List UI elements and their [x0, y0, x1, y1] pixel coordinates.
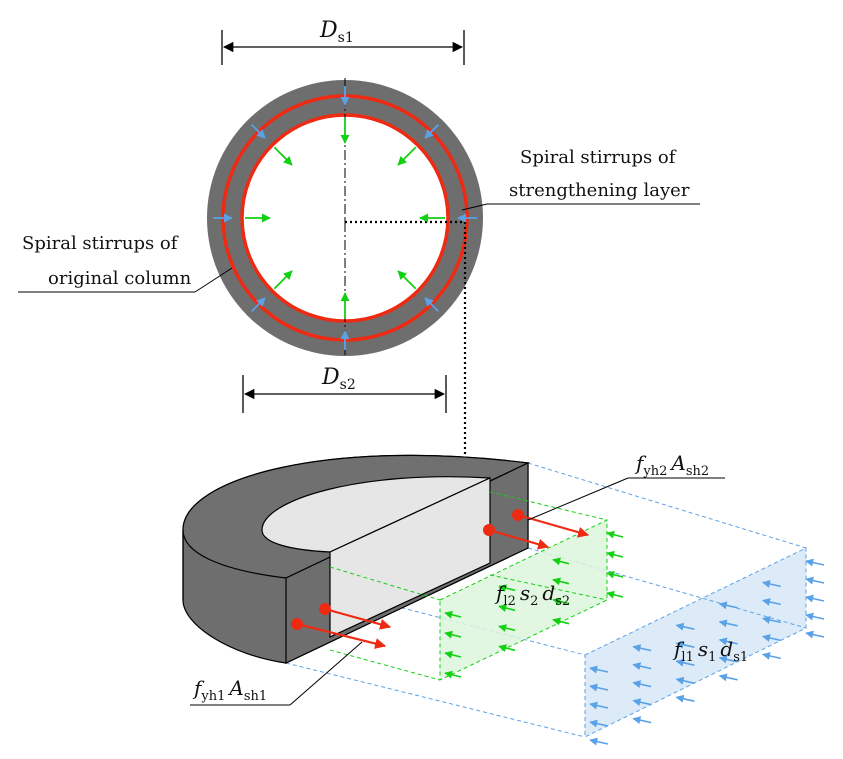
force-arrow	[444, 670, 462, 679]
force-arrow	[805, 630, 825, 639]
force-arrow	[589, 701, 609, 710]
force-arrow	[498, 624, 516, 632]
original-callout: Spiral stirrups of original column	[18, 233, 233, 293]
force-arrow	[273, 270, 293, 290]
force-arrow	[632, 716, 652, 725]
green-panel-arrows	[444, 530, 624, 679]
force-arrow	[805, 576, 825, 585]
force-arrow	[552, 597, 570, 606]
force-arrow	[606, 550, 624, 559]
blue-panel-arrows	[589, 558, 825, 746]
force-arrow	[444, 650, 462, 659]
force-arrow	[589, 665, 609, 674]
force-arrow	[762, 616, 781, 624]
force-arrow	[718, 637, 738, 646]
blue-confining-arrows	[213, 86, 477, 350]
force-arrow	[589, 683, 609, 692]
force-arrow	[718, 619, 738, 628]
force-arrow	[589, 719, 609, 728]
half-column-3d	[182, 454, 825, 746]
green-projection-lines	[329, 491, 608, 681]
force-arrow	[718, 655, 738, 664]
stirrup-dots	[291, 509, 524, 630]
force-arrow	[424, 124, 439, 139]
force-arrow	[552, 617, 570, 626]
force-arrow	[762, 634, 781, 642]
force-arrow	[552, 557, 570, 566]
force-arrow	[397, 146, 417, 166]
force-arrow	[675, 640, 695, 649]
dimension-ds1: Ds1	[221, 18, 465, 65]
inner-stirrups-label-line1: Spiral stirrups of	[22, 233, 179, 254]
force-arrow	[718, 673, 738, 682]
force-arrow	[444, 610, 462, 619]
force-arrow	[606, 570, 624, 579]
force-arrow	[762, 598, 781, 606]
outer-stirrups-label-line1: Spiral stirrups of	[520, 147, 677, 168]
dimension-ds2: Ds2	[242, 365, 447, 413]
ds1-label: Ds1	[319, 18, 354, 46]
force-arrow	[273, 146, 293, 166]
force-arrow	[718, 601, 738, 610]
force-arrow	[675, 676, 695, 685]
force-arrow	[805, 612, 825, 621]
force-arrow	[498, 644, 516, 652]
outer-stirrups-label-line2: strengthening layer	[509, 180, 690, 201]
force-arrow	[805, 558, 825, 567]
force-arrow	[632, 680, 652, 689]
force-arrow	[632, 662, 652, 671]
force-arrow	[397, 270, 417, 290]
force-arrow	[444, 630, 462, 639]
force-arrow	[589, 737, 609, 746]
green-stress-panel	[439, 519, 608, 681]
force-arrow	[762, 652, 781, 660]
stirrup-force-arrows	[296, 513, 590, 649]
force-arrow	[552, 577, 570, 586]
force-arrow	[675, 622, 695, 631]
force-arrow	[251, 297, 266, 312]
force-arrow	[498, 584, 516, 592]
strengthening-callout: Spiral stirrups of strengthening layer	[461, 147, 700, 211]
force-arrow	[606, 530, 624, 539]
force-arrow	[805, 594, 825, 603]
force-arrow	[675, 658, 695, 667]
green-confining-arrows	[245, 118, 445, 318]
force-arrow	[675, 694, 695, 703]
force-arrow	[762, 580, 781, 588]
force-arrow	[632, 644, 652, 653]
force-arrow	[251, 124, 266, 139]
force-arrow	[498, 604, 516, 612]
force-arrow	[424, 297, 439, 312]
force-arrow	[606, 590, 624, 599]
ds2-label: Ds2	[321, 365, 356, 393]
force-arrow	[632, 698, 652, 707]
inner-stirrups-label-line2: original column	[48, 268, 192, 289]
inner-core-top	[261, 476, 491, 553]
